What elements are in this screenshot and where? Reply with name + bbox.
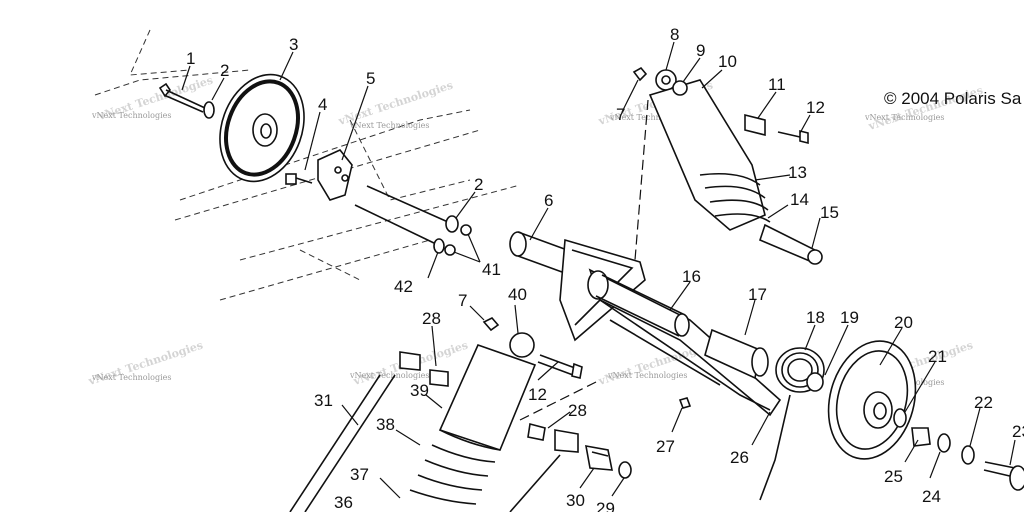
part-4-bolt [285, 173, 313, 185]
part-23-bolt [983, 461, 1024, 491]
callout-7-lower: 7 [458, 291, 467, 310]
part-12-bolt-rear [537, 354, 583, 379]
callout-28-lower: 28 [568, 401, 587, 420]
callout-36: 36 [334, 493, 353, 512]
callout-40: 40 [508, 285, 527, 304]
callout-31: 31 [314, 391, 333, 410]
watermark-text: vNext Technologies [864, 113, 944, 122]
callout-25: 25 [884, 467, 903, 486]
part-7-nut-rear [482, 317, 500, 332]
callout-8: 8 [670, 25, 679, 44]
callout-9: 9 [696, 41, 705, 60]
callout-2: 2 [220, 61, 229, 80]
callout-37: 37 [350, 465, 369, 484]
chassis-ghost-outline [94, 29, 521, 301]
part-3-idler-wheel [219, 73, 305, 183]
part-20-wheel [827, 340, 917, 460]
callout-12-upper: 12 [806, 98, 825, 117]
part-22-washer [961, 445, 975, 465]
callout-11: 11 [768, 75, 786, 94]
callout-42: 42 [394, 277, 413, 296]
part-21-spacer [893, 408, 907, 428]
part-41-nut-lower [444, 244, 456, 256]
callout-4: 4 [318, 95, 327, 114]
part-7-nut [632, 66, 648, 82]
callout-1: 1 [186, 49, 195, 68]
callout-29: 29 [596, 499, 615, 512]
callout-3: 3 [289, 35, 298, 54]
watermark-text: vNext Technologies [349, 371, 429, 380]
part-2-washer-lower [445, 215, 459, 233]
callout-28-upper: 28 [422, 309, 441, 328]
callout-21: 21 [928, 347, 947, 366]
part-24-washer [937, 433, 951, 453]
callout-15: 15 [820, 203, 839, 222]
callout-23: 23 [1012, 422, 1024, 441]
callout-39: 39 [410, 381, 429, 400]
part-12-bolt [777, 129, 809, 145]
front-arm-frame [559, 238, 782, 417]
leader-lines [181, 41, 1016, 499]
callout-13: 13 [788, 163, 807, 182]
watermark-text: vNext Technologies [609, 113, 689, 122]
callout-labels: 1 2 3 4 5 2 41 42 6 7 8 9 10 11 12 13 14… [186, 25, 1024, 512]
part-41-nut-upper [460, 224, 472, 236]
part-42-washer [433, 238, 445, 254]
callout-38: 38 [376, 415, 395, 434]
callout-2-lower: 2 [474, 175, 483, 194]
callout-22: 22 [974, 393, 993, 412]
part-27-nut [678, 397, 692, 409]
part-30-nut [585, 445, 613, 471]
part-25-bushing [911, 427, 931, 447]
callout-24: 24 [922, 487, 941, 506]
callout-5: 5 [366, 69, 375, 88]
part-28-bushing-rear [527, 422, 579, 453]
callout-17: 17 [748, 285, 767, 304]
callout-12-lower: 12 [528, 385, 547, 404]
part-1-bolt [158, 82, 206, 113]
callout-7-upper: 7 [616, 105, 625, 124]
callout-30: 30 [566, 491, 585, 510]
part-29-washer [618, 461, 632, 479]
callout-10: 10 [718, 52, 737, 71]
callout-16: 16 [682, 267, 701, 286]
callout-14: 14 [790, 190, 809, 209]
part-13-front-shock [648, 69, 823, 265]
part-17-sleeve [704, 328, 769, 380]
callout-18: 18 [806, 308, 825, 327]
watermark-text: vNext Technologies [607, 371, 687, 380]
part-28-bushing [399, 351, 449, 387]
callout-27: 27 [656, 437, 675, 456]
part-11-spacer [744, 113, 766, 137]
part-2-washer [203, 101, 215, 119]
callout-26: 26 [730, 448, 749, 467]
copyright-notice: © 2004 Polaris Sa [884, 89, 1022, 108]
callout-20: 20 [894, 313, 913, 332]
watermark-text: vNext Technologies [91, 373, 171, 382]
part-5-bracket [317, 149, 353, 201]
watermark-text: vNext Technologies [349, 121, 429, 130]
callout-6: 6 [544, 191, 553, 210]
part-9-bushing [672, 80, 688, 96]
part-18-spring [759, 347, 825, 501]
callout-19: 19 [840, 308, 859, 327]
part-39-rear-shock [409, 332, 537, 505]
watermark-text: vNext Technologies [91, 111, 171, 120]
callout-41: 41 [482, 260, 501, 279]
